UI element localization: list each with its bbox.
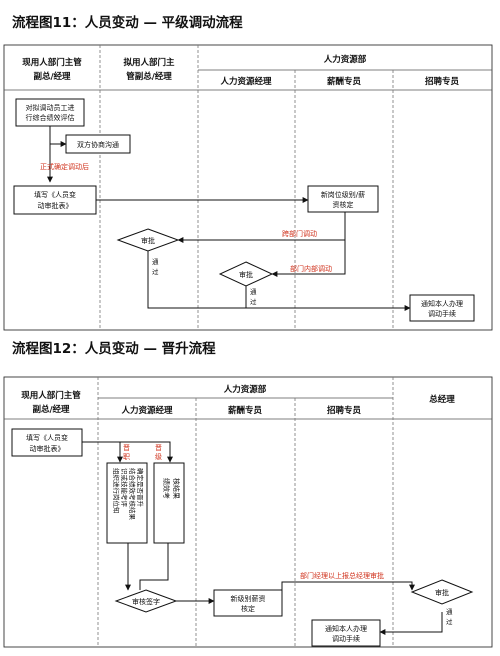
flow12-approve-text: 审批 xyxy=(435,588,449,597)
flow11-evaluate-line1: 对拟调动员工进 xyxy=(26,103,75,112)
flow12-approve-diamond xyxy=(410,579,474,605)
flow12-lane-col1-line2: 副总/经理 xyxy=(32,404,70,415)
flow12-fill-form-line2: 动审批表》 xyxy=(30,444,65,453)
flow11-approve2-text: 审批 xyxy=(239,270,253,279)
flow11-lane-hr-manager: 人力资源经理 xyxy=(220,76,272,87)
flow12-lane-col1-line1: 现用人部门主管 xyxy=(21,390,81,401)
flow11-pass1-char1: 通 xyxy=(152,257,159,266)
flow12-lane-hr-manager: 人力资源经理 xyxy=(121,405,173,416)
flow12-review-sign-text: 审核签字 xyxy=(132,597,160,606)
flow12-lane-hr-group: 人力资源部 xyxy=(224,384,267,395)
svg-text:级: 级 xyxy=(155,452,162,461)
flow12-notify-line1: 通知本人办理 xyxy=(325,624,367,633)
svg-text:绩效考: 绩效考 xyxy=(162,478,171,499)
flow12-pass-char2: 过 xyxy=(446,617,453,626)
flow12-review-sign-diamond xyxy=(114,589,178,613)
flow12-lane-recruit: 招聘专员 xyxy=(327,405,362,416)
flow12-assess-long-text: 组织进行岗位知 识或技能考评 结合绩效考核结果 确定是否晋升 xyxy=(112,468,145,521)
flow11-notify-line1: 通知本人办理 xyxy=(421,299,463,308)
flow11-notify-box xyxy=(409,294,475,322)
flow12-swimlane-grid xyxy=(3,376,493,648)
svg-text:职: 职 xyxy=(123,453,130,461)
flow11-internal-dept-label: 部门内部调动 xyxy=(290,264,332,273)
svg-text:识或技能考评: 识或技能考评 xyxy=(120,468,129,508)
flow12-assess-short-text: 绩效考 核结果 xyxy=(162,478,181,499)
svg-text:确定是否晋升: 确定是否晋升 xyxy=(136,468,145,508)
flow11-lane-col2-line1: 拟用人部门主 xyxy=(123,57,175,68)
flow11-negotiate-box xyxy=(65,134,131,154)
flow11-connectors xyxy=(47,126,411,311)
flow11-approve2-diamond xyxy=(218,261,274,287)
flow12-new-salary-box xyxy=(213,589,283,617)
flow12-grade-label: 晋 级 xyxy=(155,444,162,461)
flow12-fill-form-line1: 填写《人员变 xyxy=(26,433,68,442)
flow11-title: 流程图11：人员变动 — 平级调动流程 xyxy=(12,14,243,31)
flow11-formal-confirm-label: 正式确定调动后 xyxy=(40,162,89,171)
svg-text:组织进行岗位知: 组织进行岗位知 xyxy=(112,468,121,514)
flow11-lane-salary: 薪酬专员 xyxy=(327,76,362,87)
flow11-lane-recruit: 招聘专员 xyxy=(425,76,460,87)
flow12-title: 流程图12：人员变动 — 晋升流程 xyxy=(12,340,216,357)
flow11-fill-form-line2: 动审批表》 xyxy=(38,201,73,210)
flow12-pass-char1: 通 xyxy=(446,607,453,616)
flow12-promotion-label: 晋 职 xyxy=(123,444,130,461)
flow11-new-position-box xyxy=(307,185,379,213)
flow12-new-salary-line1: 新级别薪资 xyxy=(231,594,266,603)
flow11-fill-form-line1: 填写《人员变 xyxy=(34,190,76,199)
flow12-new-salary-line2: 核定 xyxy=(241,604,255,613)
flow11-cross-dept-label: 跨部门调动 xyxy=(282,229,317,238)
svg-text:核结果: 核结果 xyxy=(172,478,181,499)
flow12-notify-box xyxy=(311,619,381,647)
flow11-evaluate-line2: 行综合绩效评估 xyxy=(26,113,75,122)
flow11-new-position-line2: 资核定 xyxy=(333,200,354,209)
svg-text:晋: 晋 xyxy=(155,444,162,452)
flow12-gm-approval-label: 部门经理以上报总经理审批 xyxy=(300,571,384,580)
flow11-approve1-text: 审批 xyxy=(141,236,155,245)
flow12-lane-gm: 总经理 xyxy=(429,394,455,405)
flow11-fill-form-box xyxy=(13,185,97,215)
flow11-negotiate-text: 双方协商沟通 xyxy=(77,140,119,149)
flow12-connectors xyxy=(82,441,443,635)
flow12-assess-short-box xyxy=(153,462,185,544)
svg-text:晋: 晋 xyxy=(123,444,130,452)
flow11-new-position-line1: 新岗位级别/薪 xyxy=(321,190,365,199)
flow11-lane-col1-line2: 副总/经理 xyxy=(33,71,71,82)
flow11-pass2-char1: 通 xyxy=(250,287,257,296)
flow12-assess-long-box xyxy=(106,462,148,544)
flow12-lane-salary: 薪酬专员 xyxy=(228,405,263,416)
flow12-fill-form-box xyxy=(11,428,83,457)
flow11-approve1-diamond xyxy=(116,228,180,252)
flow11-pass2-char2: 过 xyxy=(250,297,257,306)
flow11-notify-line2: 调动手续 xyxy=(428,309,456,318)
flow11-evaluate-box xyxy=(15,98,85,127)
flow12-notify-line2: 调动手续 xyxy=(332,634,360,643)
flow11-pass1-char2: 过 xyxy=(152,267,159,276)
flow11-lane-hr-group: 人力资源部 xyxy=(324,54,367,65)
flow11-lane-col2-line2: 管副总/经理 xyxy=(126,71,172,82)
flow11-lane-col1-line1: 现用人部门主管 xyxy=(22,57,82,68)
svg-text:结合绩效考核结果: 结合绩效考核结果 xyxy=(128,468,137,521)
